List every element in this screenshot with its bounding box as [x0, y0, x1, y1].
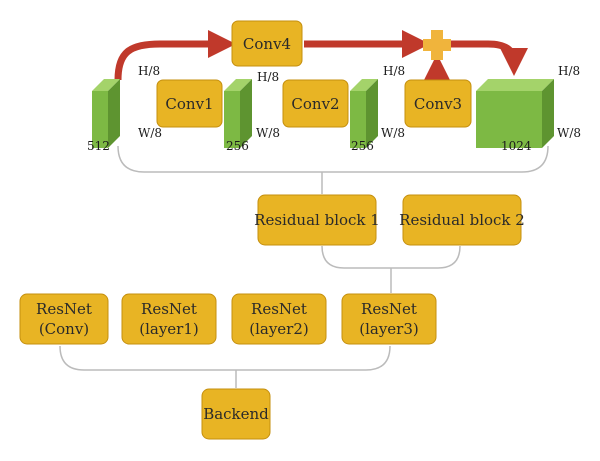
conv2-label: Conv2 [291, 95, 339, 113]
conv1-label: Conv1 [165, 95, 213, 113]
add-icon [423, 30, 451, 60]
resnet-layer2-line2: (layer2) [249, 320, 309, 338]
resnet-layer1-line2: (layer1) [139, 320, 199, 338]
feat2-width-label: W/8 [381, 126, 405, 140]
output-height-label: H/8 [558, 64, 580, 78]
bracket-residual [321, 245, 461, 269]
output-channels-label: 1024 [501, 139, 532, 153]
conv4-label: Conv4 [243, 35, 291, 53]
residual-block-1-label: Residual block 1 [254, 211, 380, 229]
resnet-layer3-line2: (layer3) [359, 320, 419, 338]
resnet-layer2-line1: ResNet [251, 300, 307, 318]
backend-label: Backend [203, 405, 269, 423]
feature-cube-conv1 [224, 79, 252, 148]
conv1-box: Conv1 [156, 79, 223, 128]
residual-block-2-label: Residual block 2 [399, 211, 525, 229]
feat1-channels-label: 256 [226, 139, 249, 153]
skip-arrows [114, 30, 528, 84]
backend-box: Backend [201, 388, 271, 440]
feat1-width-label: W/8 [256, 126, 280, 140]
resnet-layer1-line1: ResNet [141, 300, 197, 318]
resnet-conv-line2: (Conv) [39, 320, 89, 338]
feat1-height-label: H/8 [257, 70, 279, 84]
conv3-box: Conv3 [404, 79, 472, 128]
dimension-labels: H/8 W/8 512 H/8 W/8 256 H/8 W/8 256 H/8 … [87, 64, 581, 153]
residual-block-2: Residual block 2 [399, 194, 525, 246]
resnet-layer2-box: ResNet (layer2) [231, 293, 327, 345]
feature-cube-conv2 [350, 79, 378, 148]
conv3-label: Conv3 [414, 95, 462, 113]
input-height-label: H/8 [138, 64, 160, 78]
residual-block-1: Residual block 1 [254, 194, 380, 246]
arrow-input-to-conv4 [114, 30, 236, 81]
resnet-layer1-box: ResNet (layer1) [121, 293, 217, 345]
bracket-resnet [59, 345, 391, 371]
bracket-top-block [117, 145, 549, 173]
resnet-conv-line1: ResNet [36, 300, 92, 318]
conv2-box: Conv2 [282, 79, 349, 128]
conv4-box: Conv4 [231, 20, 303, 67]
feat2-height-label: H/8 [383, 64, 405, 78]
feature-cube-input [92, 79, 120, 148]
feat2-channels-label: 256 [351, 139, 374, 153]
connector-lines [59, 145, 549, 388]
arrow-plus-to-output [450, 40, 528, 76]
resnet-layer3-line1: ResNet [361, 300, 417, 318]
input-width-label: W/8 [138, 126, 162, 140]
feature-cube-output [476, 79, 554, 148]
output-width-label: W/8 [557, 126, 581, 140]
input-channels-label: 512 [87, 139, 110, 153]
resnet-conv-box: ResNet (Conv) [19, 293, 109, 345]
resnet-layer3-box: ResNet (layer3) [341, 293, 437, 345]
